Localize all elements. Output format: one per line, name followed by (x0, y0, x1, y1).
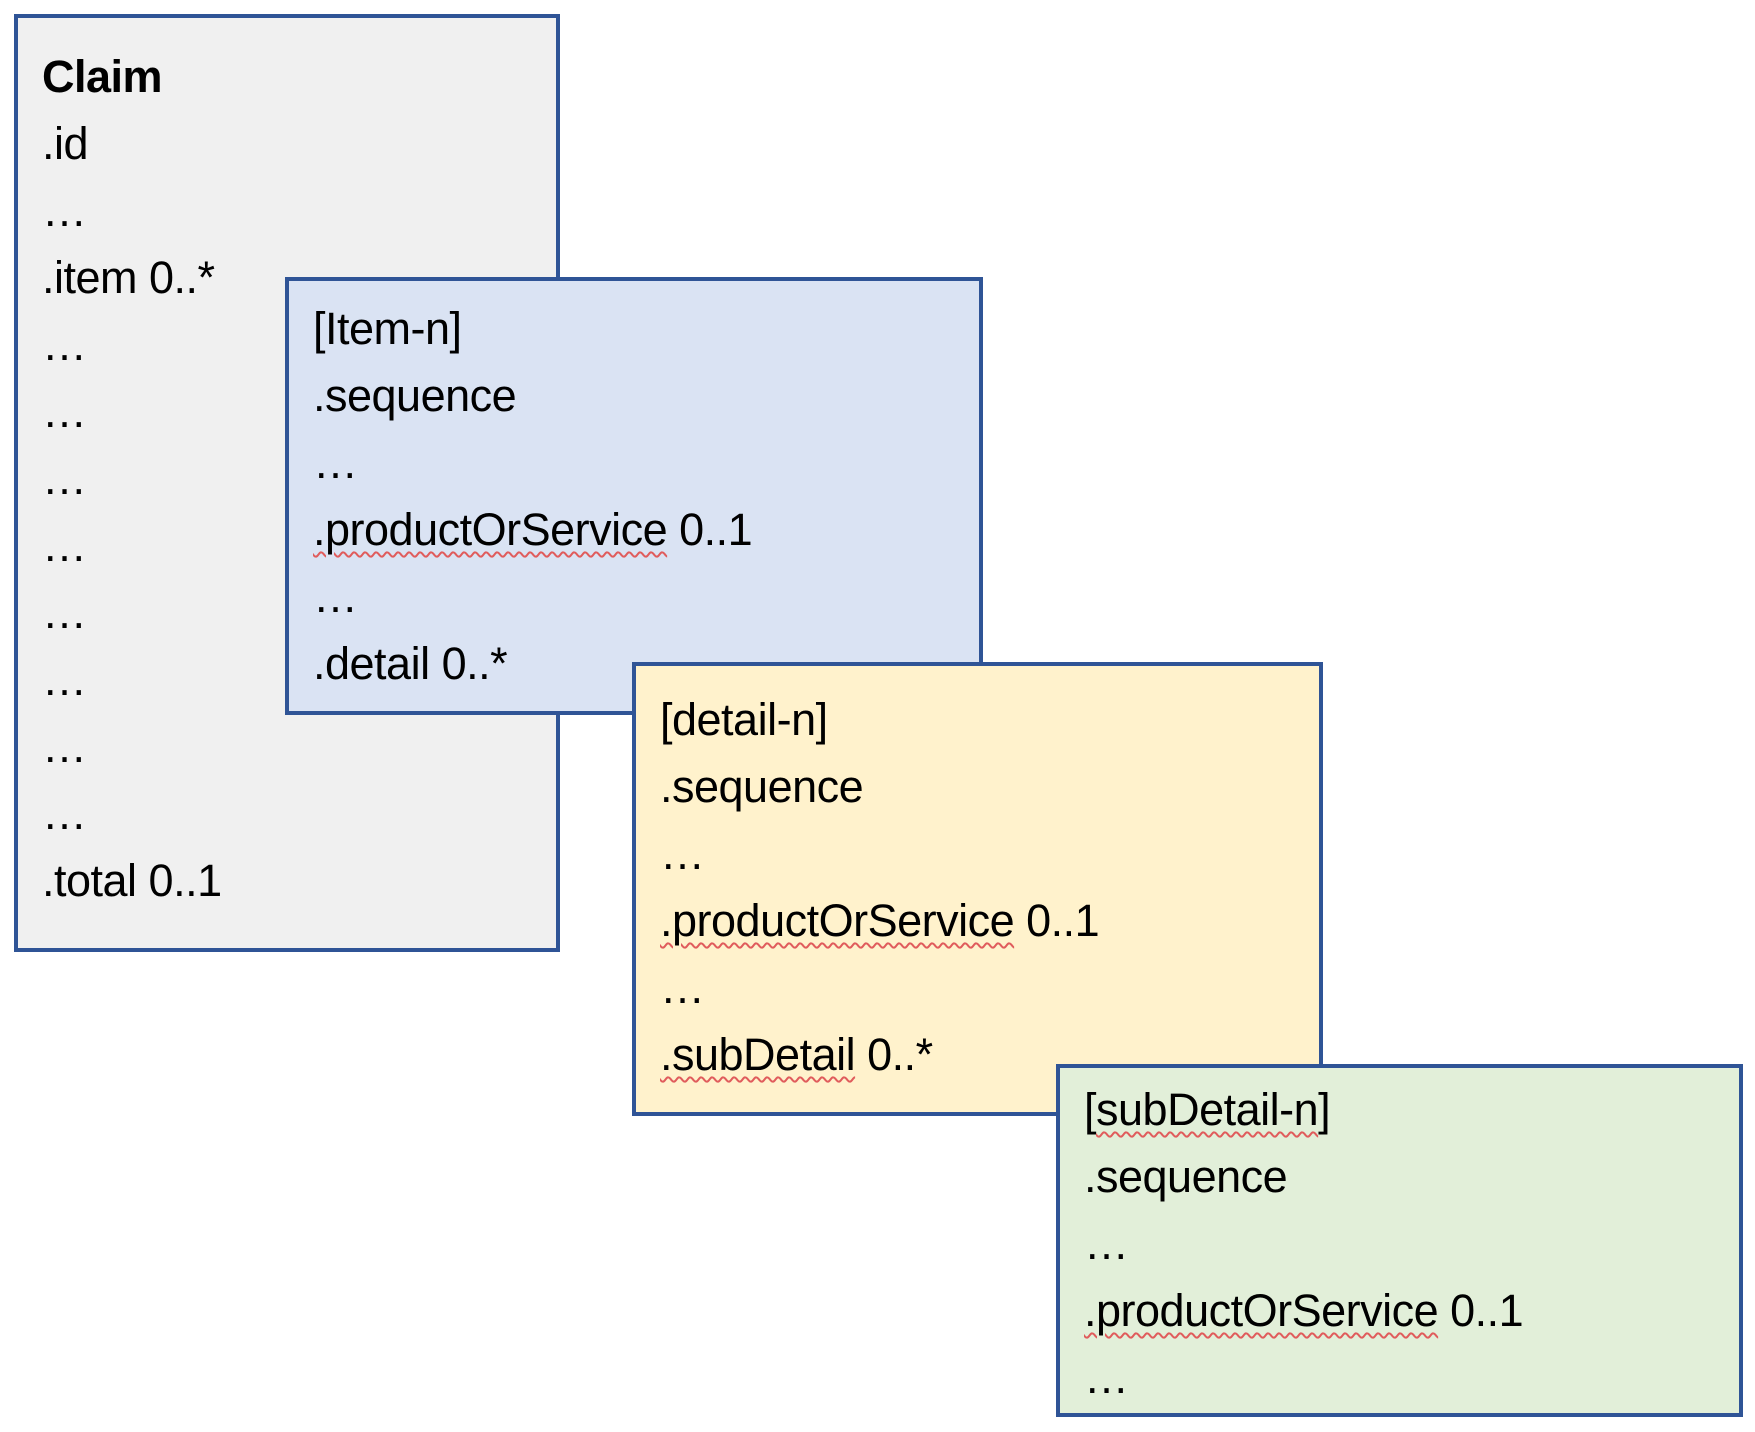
item-line: .sequence (313, 370, 517, 421)
claim-line: … (42, 185, 87, 236)
claim-line: … (42, 319, 87, 370)
claim-line: .item 0..* (42, 252, 215, 303)
claim-line: .total 0..1 (42, 855, 222, 906)
detail-line: .productOrService 0..1 (660, 895, 1100, 946)
misspelled-token: .productOrService (660, 895, 1015, 946)
detail-line: … (660, 828, 705, 879)
box-subdetail: [subDetail-n] .sequence … .productOrService… (1056, 1064, 1743, 1417)
box-detail: [detail-n] .sequence … .productOrService 0.… (632, 662, 1323, 1116)
item-line: [Item-n] (313, 303, 462, 354)
claim-line: … (42, 386, 87, 437)
claim-line: … (42, 587, 87, 638)
claim-line: … (42, 453, 87, 504)
misspelled-token: .productOrService (1084, 1285, 1439, 1336)
detail-line: [detail-n] (660, 694, 828, 745)
claim-line: … (42, 520, 87, 571)
subdetail-line: .productOrService 0..1 (1084, 1285, 1524, 1336)
claim-line: … (42, 654, 87, 705)
subdetail-line: [subDetail-n] (1084, 1084, 1331, 1135)
item-line: … (313, 437, 358, 488)
item-line: .productOrService 0..1 (313, 504, 753, 555)
subdetail-line: … (1084, 1218, 1129, 1269)
claim-line: .id (42, 118, 89, 169)
detail-line: .sequence (660, 761, 864, 812)
misspelled-token: .subDetail (660, 1029, 856, 1080)
item-line: … (313, 571, 358, 622)
claim-line: Claim (42, 51, 163, 102)
claim-line: … (42, 788, 87, 839)
detail-line: .subDetail 0..* (660, 1029, 933, 1080)
box-item: [Item-n] .sequence … .productOrService 0..1… (285, 277, 983, 715)
claim-line: … (42, 721, 87, 772)
item-line: .detail 0..* (313, 638, 508, 689)
subdetail-line: .sequence (1084, 1151, 1288, 1202)
misspelled-token: .productOrService (313, 504, 668, 555)
misspelled-token: subDetail-n (1096, 1084, 1319, 1135)
subdetail-line: … (1084, 1352, 1129, 1403)
detail-line: … (660, 962, 705, 1013)
